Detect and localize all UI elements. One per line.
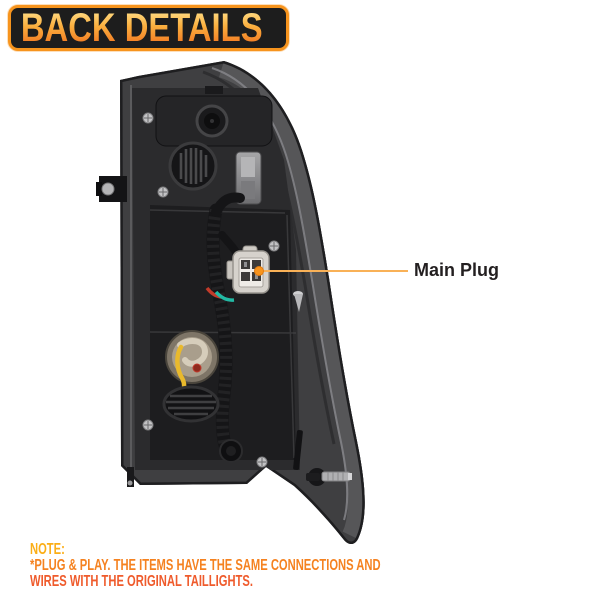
screw <box>268 240 280 252</box>
main-plug-label: Main Plug <box>414 260 499 280</box>
mounting-stud <box>306 468 352 486</box>
screw <box>256 456 268 468</box>
reflector-window <box>235 151 262 205</box>
screws <box>142 112 280 468</box>
header-banner: BACK DETAILS <box>8 5 289 51</box>
lower-grille <box>162 385 220 423</box>
bottom-boss <box>219 439 243 463</box>
note-line-2: WIRES WITH THE ORIGINAL TAILLIGHTS. <box>30 573 253 590</box>
note-heading: NOTE: <box>30 541 65 558</box>
taillight-housing <box>96 61 365 545</box>
adjuster-lever <box>293 429 303 471</box>
bottom-pin <box>127 467 134 487</box>
screw <box>142 419 154 431</box>
screw <box>142 112 154 124</box>
top-module <box>155 86 273 147</box>
wiring-harness <box>205 192 245 462</box>
note-line-1: *PLUG & PLAY. THE ITEMS HAVE THE SAME CO… <box>30 557 381 574</box>
side-bracket <box>96 176 127 202</box>
teal-wire <box>214 290 235 302</box>
leader-dot <box>254 266 264 276</box>
banner-title: BACK DETAILS <box>11 8 263 48</box>
pointed-stud <box>293 291 303 312</box>
red-wire-tip <box>192 363 202 373</box>
leader <box>254 266 408 276</box>
vent-grille <box>168 141 218 191</box>
screw <box>157 186 169 198</box>
note-block: NOTE: *PLUG & PLAY. THE ITEMS HAVE THE S… <box>30 541 381 590</box>
